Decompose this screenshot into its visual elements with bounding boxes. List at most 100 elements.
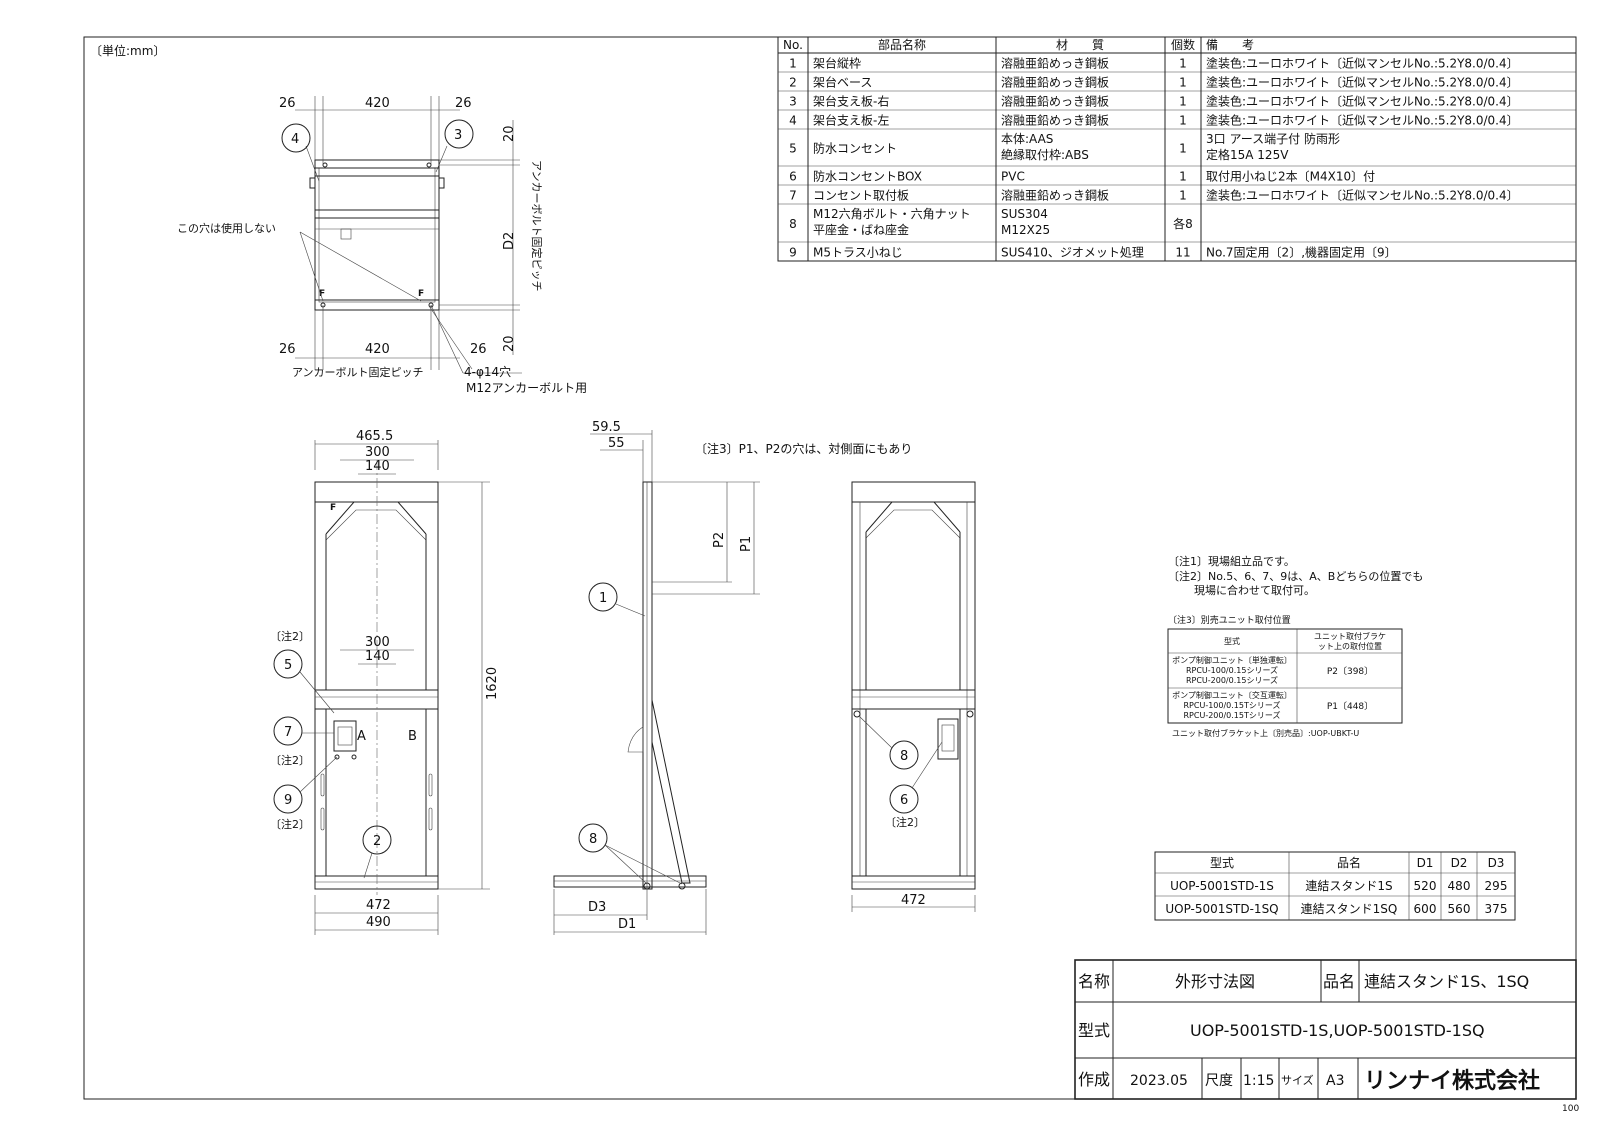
parts-row-no: 7 [789, 189, 797, 203]
note-2a: 〔注2〕No.5、6、7、9は、A、Bどちらの位置でも [1168, 569, 1423, 583]
dim-20-bottom: 20 [502, 335, 517, 352]
hole-label: 4-φ14穴 [464, 364, 511, 379]
parts-table-header: 材 質 [1056, 37, 1104, 52]
svg-text:F: F [330, 503, 336, 513]
parts-row-cell: 本体:AAS [1001, 132, 1053, 146]
parts-row-cell: No.7固定用〔2〕,機器固定用〔9〕 [1206, 245, 1397, 260]
dim-p1: P1 [739, 536, 754, 552]
dim-420-bottom: 420 [365, 342, 390, 357]
dim-300-mid: 300 [365, 635, 390, 650]
unit-table-model: ポンプ制御ユニット〔交互運転〕 [1172, 690, 1292, 700]
parts-row-cell: 塗装色:ユーロホワイト〔近似マンセルNo.:5.2Y8.0/0.4〕 [1206, 188, 1519, 203]
model-table-cell: 600 [1414, 902, 1437, 916]
unit-table-header-model: 型式 [1224, 636, 1240, 646]
parts-row-no: 8 [789, 217, 797, 231]
model-table-header: D3 [1488, 856, 1505, 870]
parts-row-cell: 定格15A 125V [1206, 147, 1289, 162]
dim-300-top: 300 [365, 445, 390, 460]
callout-8-side: 8 [589, 832, 597, 847]
dim-59-5: 59.5 [592, 420, 621, 435]
dim-p2: P2 [712, 532, 727, 548]
note-1: 〔注1〕現場組立品です。 [1168, 554, 1295, 568]
model-table-cell: 560 [1448, 902, 1471, 916]
callout-3: 3 [454, 128, 462, 143]
parts-row-no: 6 [789, 170, 797, 184]
dim-472-back: 472 [901, 893, 926, 908]
unit-table-model: RPCU-100/0.15Tシリーズ [1184, 700, 1281, 710]
dim-140-mid: 140 [365, 649, 390, 664]
parts-row-qty: 1 [1179, 189, 1187, 203]
plan-view: F F [281, 96, 522, 374]
unit-table-position: P2〔398〕 [1327, 666, 1373, 677]
unit-table-model: ポンプ制御ユニット〔単独運転〕 [1172, 655, 1292, 665]
svg-text:F: F [319, 289, 325, 299]
svg-text:F: F [418, 289, 424, 299]
dim-420-top: 420 [365, 96, 390, 111]
note-2b: 現場に合わせて取付可。 [1194, 583, 1315, 597]
callout-8-back: 8 [900, 749, 908, 764]
parts-row-cell: 取付用小ねじ2本〔M4X10〕付 [1206, 170, 1375, 184]
callout-1: 1 [599, 591, 607, 606]
unit-table-header-position: ット上の取付位置 [1318, 641, 1382, 651]
parts-row-no: 1 [789, 57, 797, 71]
note2-label-back: 〔注2〕 [885, 815, 925, 829]
model-table-cell: UOP-5001STD-1SQ [1165, 902, 1278, 916]
anchor-label: M12アンカーボルト用 [466, 381, 587, 395]
hole-unused-label: この穴は使用しない [177, 221, 276, 235]
model-table-cell: 連結スタンド1SQ [1301, 902, 1398, 916]
model-table-header: 型式 [1210, 856, 1234, 870]
model-table-cell: 連結スタンド1S [1305, 879, 1392, 893]
parts-row-qty: 1 [1179, 95, 1187, 109]
unit-table-text: 型式ユニット取付ブラケット上の取付位置ポンプ制御ユニット〔単独運転〕RPCU-1… [1172, 631, 1386, 720]
dim-d3: D3 [588, 900, 606, 915]
created-label: 作成 [1078, 1070, 1110, 1089]
anchor-pitch-label: アンカーボルト固定ピッチ [292, 365, 424, 379]
notes: 〔注1〕現場組立品です。 〔注2〕No.5、6、7、9は、A、Bどちらの位置でも… [1167, 554, 1423, 724]
dim-55: 55 [608, 436, 625, 451]
model-table-cell: 375 [1485, 902, 1508, 916]
page-number: 100 [1562, 1104, 1579, 1114]
parts-row-cell: 溶融亜鉛めっき鋼板 [1001, 113, 1109, 128]
parts-row-cell: SUS304 [1001, 207, 1048, 221]
scale-value: 1:15 [1243, 1073, 1274, 1089]
parts-row-qty: 1 [1179, 57, 1187, 71]
parts-row-cell: コンセント取付板 [813, 189, 909, 203]
title-block [1074, 959, 1577, 1100]
parts-row-cell: 溶融亜鉛めっき鋼板 [1001, 188, 1109, 203]
parts-row-cell: 平座金・ばね座金 [813, 222, 909, 237]
parts-row-cell: 架台ベース [813, 75, 872, 90]
position-a-label: A [357, 729, 366, 744]
parts-row-qty: 11 [1175, 246, 1190, 260]
model-table-cell: 295 [1485, 879, 1508, 893]
model-table-header: D2 [1451, 856, 1468, 870]
callout-7: 7 [284, 725, 292, 740]
callout-2: 2 [373, 834, 381, 849]
parts-row-no: 3 [789, 95, 797, 109]
parts-row-no: 5 [789, 142, 797, 156]
parts-table-header: 個数 [1171, 37, 1195, 52]
front-view-text: 465.5 300 140 300 140 1620 472 490 5 7 9… [270, 429, 500, 930]
name-value: 外形寸法図 [1175, 972, 1255, 991]
company-name: リンナイ株式会社 [1364, 1068, 1540, 1094]
model-table-cell: 520 [1414, 879, 1437, 893]
parts-row-cell: 架台支え板-左 [813, 113, 889, 128]
parts-table-header: 部品名称 [878, 37, 926, 52]
unit-table-footer: ユニット取付ブラケット上〔別売品〕:UOP-UBKT-U [1172, 728, 1359, 738]
parts-row-cell: 防水コンセント [813, 141, 897, 156]
parts-row-qty: 各8 [1173, 216, 1193, 231]
unit-table-position: P1〔448〕 [1327, 701, 1373, 712]
back-view-text: 472 8 6 〔注2〕 [885, 749, 926, 908]
parts-table-header: 備 考 [1206, 37, 1254, 52]
dim-465-5: 465.5 [356, 429, 393, 444]
model-table-header: 品名 [1337, 855, 1361, 870]
name-label: 名称 [1078, 972, 1110, 991]
callout-5: 5 [284, 658, 292, 673]
pitch-vertical-label: アンカーボルト固定ピッチ [530, 160, 544, 292]
parts-row-no: 9 [789, 246, 797, 260]
parts-row-no: 2 [789, 76, 797, 90]
front-view: F [273, 440, 490, 935]
side-view-text: 59.5 55 〔注3〕P1、P2の穴は、対側面にもあり P2 P1 D3 D1… [588, 420, 912, 932]
